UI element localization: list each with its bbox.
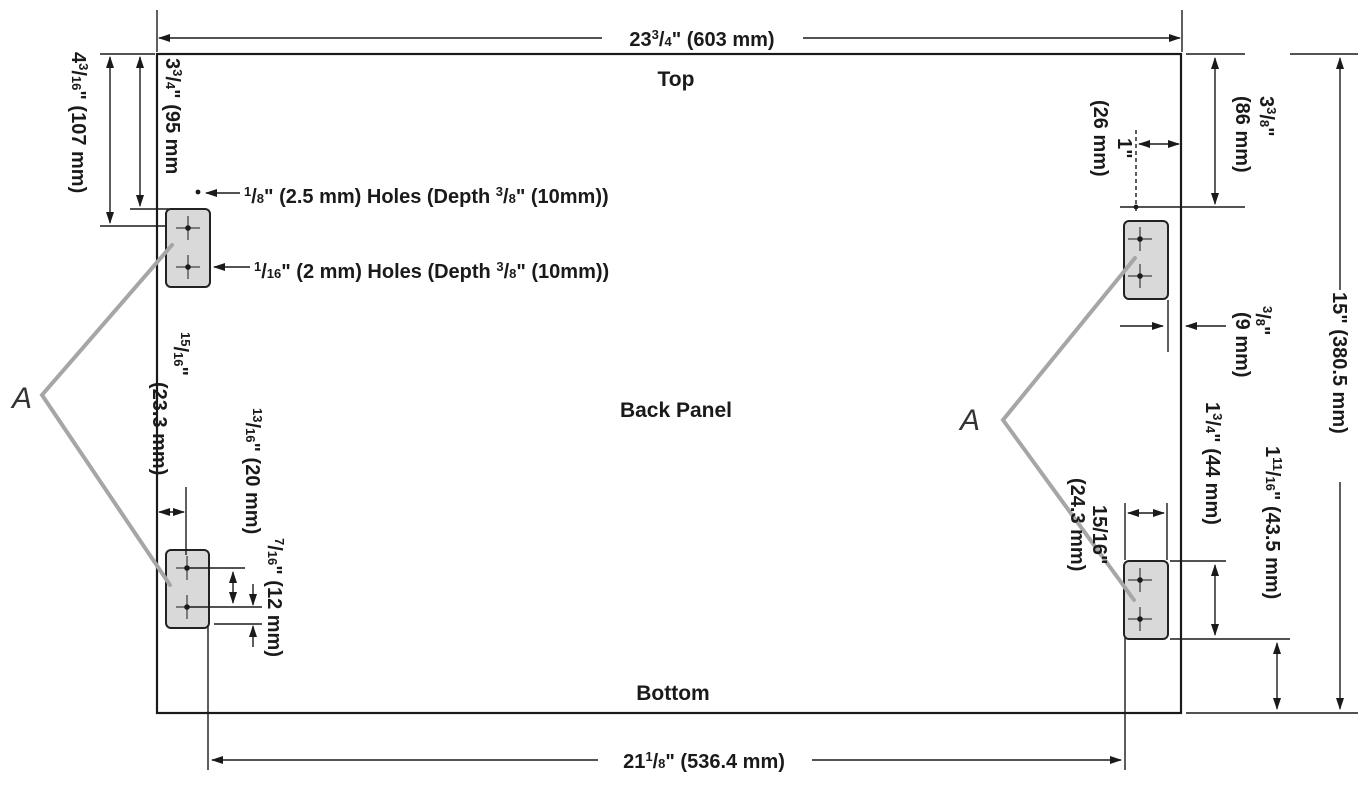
callout-a-right-leader bbox=[1000, 256, 1137, 602]
bracket-bottom-left bbox=[165, 549, 210, 629]
right-bracket-width-dimension: 15/16" (24.3 mm) bbox=[1066, 478, 1168, 571]
left-hole-pitch-dimension: 7/16" (12 mm) bbox=[214, 538, 287, 657]
bottom-label: Bottom bbox=[636, 682, 709, 705]
back-panel-label: Back Panel bbox=[620, 399, 732, 422]
hole-large-callout: 1/8" (2.5 mm) Holes (Depth 3/8" (10mm)) bbox=[195, 184, 609, 208]
callout-a-left: A bbox=[10, 382, 32, 415]
left-top-inner-text: 33/4" (95 mm bbox=[161, 58, 185, 174]
hole-spacing-width-dimension: 211/8" (536.4 mm) bbox=[207, 600, 1126, 773]
left-side-offset-mm-text: (23.3 mm) bbox=[148, 382, 170, 475]
hole-small-text: 1/16" (2 mm) Holes (Depth 3/8" (10mm)) bbox=[254, 259, 609, 283]
right-bracket-gap-dimension: 13/4" (44 mm) bbox=[1170, 402, 1290, 640]
top-label: Top bbox=[658, 68, 695, 91]
overall-height-text: 15" (380.5 mm) bbox=[1328, 292, 1350, 434]
right-bracket-width-in-text: 15/16" bbox=[1088, 505, 1110, 565]
right-bracket-width-mm-text: (24.3 mm) bbox=[1066, 478, 1088, 571]
bracket-bottom-right bbox=[1123, 560, 1169, 640]
right-top-dimension: 33/8" (86 mm) bbox=[1120, 53, 1279, 208]
hole-small-callout: 1/16" (2 mm) Holes (Depth 3/8" (10mm)) bbox=[213, 259, 609, 283]
overall-height-dimension: 15" (380.5 mm) bbox=[1186, 53, 1358, 714]
hole-spacing-width-text: 211/8" (536.4 mm) bbox=[623, 749, 785, 773]
right-edge-in-text: 1" bbox=[1113, 138, 1135, 159]
left-top-outer-text: 43/16" (107 mm) bbox=[67, 52, 91, 193]
callout-a-right: A bbox=[958, 404, 980, 437]
right-top-in-text: 33/8" bbox=[1255, 96, 1279, 137]
overall-width-text: 233/4" (603 mm) bbox=[629, 27, 774, 51]
right-inset-in-text: 3/8" bbox=[1251, 306, 1275, 336]
back-panel-outline bbox=[155, 52, 1183, 715]
bracket-top-right bbox=[1123, 220, 1169, 300]
left-side-offset-dimension: 15/16" (23.3 mm) bbox=[148, 332, 193, 555]
bracket-top-left bbox=[165, 208, 211, 288]
right-edge-dimension: 1" (26 mm) bbox=[1089, 100, 1180, 212]
left-top-outer-dimension: 43/16" (107 mm) bbox=[67, 52, 170, 227]
right-bottom-dimension: 111/16" (43.5 mm) bbox=[1261, 446, 1285, 710]
left-side-offset-in-text: 15/16" bbox=[169, 332, 193, 376]
left-top-inner-dimension: 33/4" (95 mm bbox=[130, 56, 185, 210]
right-inset-mm-text: (9 mm) bbox=[1231, 312, 1253, 378]
right-inset-dimension: 3/8" (9 mm) bbox=[1120, 300, 1275, 378]
right-edge-mm-text: (26 mm) bbox=[1089, 100, 1111, 177]
right-bracket-gap-text: 13/4" (44 mm) bbox=[1201, 402, 1225, 525]
callout-a-left-leader bbox=[39, 243, 174, 587]
left-hole-pitch-text: 7/16" (12 mm) bbox=[263, 538, 287, 657]
right-top-mm-text: (86 mm) bbox=[1231, 96, 1253, 173]
right-bottom-text: 111/16" (43.5 mm) bbox=[1261, 446, 1285, 599]
overall-width-dimension: 233/4" (603 mm) bbox=[156, 10, 1183, 52]
left-hole-spacing-text: 13/16" (20 mm) bbox=[241, 408, 265, 534]
hole-large-text: 1/8" (2.5 mm) Holes (Depth 3/8" (10mm)) bbox=[244, 184, 609, 208]
left-hole-spacing-dimension: 13/16" (20 mm) bbox=[189, 408, 265, 608]
